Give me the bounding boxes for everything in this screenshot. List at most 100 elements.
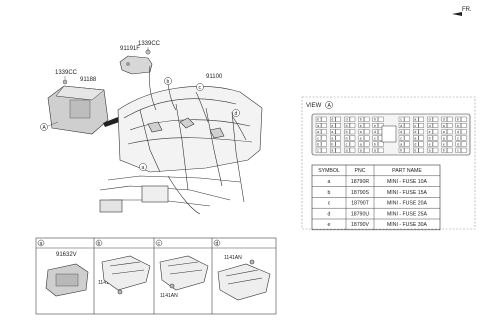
- front-label: FR.: [462, 7, 472, 13]
- fuse-symbol: c: [400, 136, 402, 140]
- view-title: VIEW: [306, 103, 322, 109]
- front-arrow-icon: [452, 12, 462, 16]
- table-cell: 18790U: [351, 211, 369, 217]
- fuse-symbol: a: [400, 143, 402, 147]
- front-direction-marker: FR.: [452, 7, 472, 16]
- fuse-symbol: e: [429, 143, 431, 147]
- fuse-symbol: b: [400, 149, 402, 153]
- fuse-symbol: c: [457, 149, 459, 153]
- fuse-symbol: b: [346, 124, 348, 128]
- fuse-symbol: b: [457, 118, 459, 122]
- fuse-slot: c: [398, 135, 410, 141]
- fuse-slot: b: [344, 129, 356, 135]
- fuse-box-center-socket: [381, 125, 397, 143]
- fuse-symbol: c: [414, 124, 416, 128]
- detail-panels: a 91632V b 1141AN c 1141AN: [35, 237, 277, 315]
- fuse-slot: a: [441, 129, 453, 135]
- table-cell: MINI - FUSE 15A: [387, 190, 428, 196]
- fuse-slot: a: [427, 147, 439, 153]
- detail-panel-b: b 1141AN: [95, 239, 151, 295]
- fuse-slot: a: [372, 147, 384, 153]
- fuse-slot: e: [455, 123, 467, 128]
- callout-c: c: [196, 83, 204, 91]
- svg-text:c: c: [199, 85, 202, 91]
- fuse-symbol: a: [429, 149, 431, 153]
- fuse-symbol: a: [443, 136, 445, 140]
- fuse-symbol: d: [457, 143, 459, 147]
- table-cell: MINI - FUSE 20A: [387, 201, 428, 207]
- fuse-symbol: a: [360, 143, 362, 147]
- fuse-slot: b: [398, 147, 410, 153]
- fuse-symbol: b: [317, 118, 319, 122]
- fuse-slot: e: [441, 141, 453, 147]
- fuse-symbol: a: [317, 130, 319, 134]
- fuse-slot: a: [398, 123, 410, 128]
- fuse-symbol: c: [374, 136, 376, 140]
- fuse-symbol: d: [400, 130, 402, 134]
- detail-d-part-label: 1141AN: [224, 255, 242, 261]
- fuse-symbol: b: [374, 118, 376, 122]
- callout-d: d: [232, 109, 240, 117]
- fuse-symbol: a: [360, 130, 362, 134]
- fuse-symbol: e: [360, 124, 362, 128]
- svg-text:a: a: [40, 241, 43, 247]
- fuse-symbol: a: [317, 124, 319, 128]
- fuse-slot: b: [344, 135, 356, 141]
- fuse-symbol: a: [360, 149, 362, 153]
- svg-text:a: a: [142, 165, 145, 171]
- fuse-slot: c: [455, 135, 467, 141]
- fuse-symbol: a: [443, 124, 445, 128]
- fuse-symbol: d: [331, 118, 333, 122]
- table-cell: 18790V: [351, 222, 369, 228]
- view-marker: A: [328, 103, 332, 109]
- fuse-symbol: e: [331, 124, 333, 128]
- fuse-slot: b: [372, 141, 384, 147]
- fuse-symbol: a: [414, 136, 416, 140]
- fuse-symbol: a: [346, 149, 348, 153]
- fuse-symbol: a: [331, 136, 333, 140]
- table-header: PNC: [355, 168, 366, 174]
- fuse-slot: b: [372, 116, 384, 122]
- fuse-symbol: a: [331, 149, 333, 153]
- fuse-slot: b: [315, 141, 327, 147]
- callout-a: a: [139, 163, 147, 171]
- fuse-slot: d: [427, 123, 439, 128]
- fuse-slot: b: [358, 116, 370, 122]
- fuse-slot: e: [413, 147, 424, 153]
- fuse-symbol: b: [331, 143, 333, 147]
- table-cell: d: [328, 211, 331, 217]
- harness-bracket-d-icon: [217, 259, 271, 301]
- table-cell: b: [328, 190, 331, 196]
- fuse-slot: a: [398, 141, 410, 147]
- fuse-slot: d: [427, 116, 439, 122]
- svg-text:d: d: [235, 111, 238, 117]
- fuse-symbol: c: [317, 136, 319, 140]
- fuse-slot: d: [455, 141, 467, 147]
- fuse-slot: a: [358, 129, 370, 135]
- fuse-symbol: e: [374, 124, 376, 128]
- fuse-slot: e: [427, 141, 439, 147]
- table-cell: MINI - FUSE 25A: [387, 211, 428, 217]
- fuse-slot: a: [441, 135, 453, 141]
- fuse-slot: c: [315, 135, 327, 141]
- fuse-slot: d: [413, 141, 424, 147]
- fuse-slot: a: [413, 135, 424, 141]
- table-cell: a: [328, 179, 331, 185]
- fuse-symbol: a: [414, 118, 416, 122]
- table-cell: c: [328, 201, 331, 207]
- fuse-symbol: b: [429, 136, 431, 140]
- fuse-symbol: d: [346, 118, 348, 122]
- fuse-slot: b: [441, 147, 453, 153]
- fuse-symbol: b: [317, 143, 319, 147]
- svg-text:b: b: [98, 241, 101, 247]
- detail-panel-d: d 1141AN: [213, 239, 271, 301]
- relay-module-icon: [45, 263, 89, 297]
- fuse-symbol: b: [374, 143, 376, 147]
- detail-panel-c: c 1141AN: [155, 239, 209, 299]
- svg-text:b: b: [167, 79, 170, 85]
- fuse-symbol: a: [331, 130, 333, 134]
- fuse-symbol: e: [414, 149, 416, 153]
- table-cell: 18790R: [351, 179, 369, 185]
- view-a-callout-text: A: [43, 125, 47, 131]
